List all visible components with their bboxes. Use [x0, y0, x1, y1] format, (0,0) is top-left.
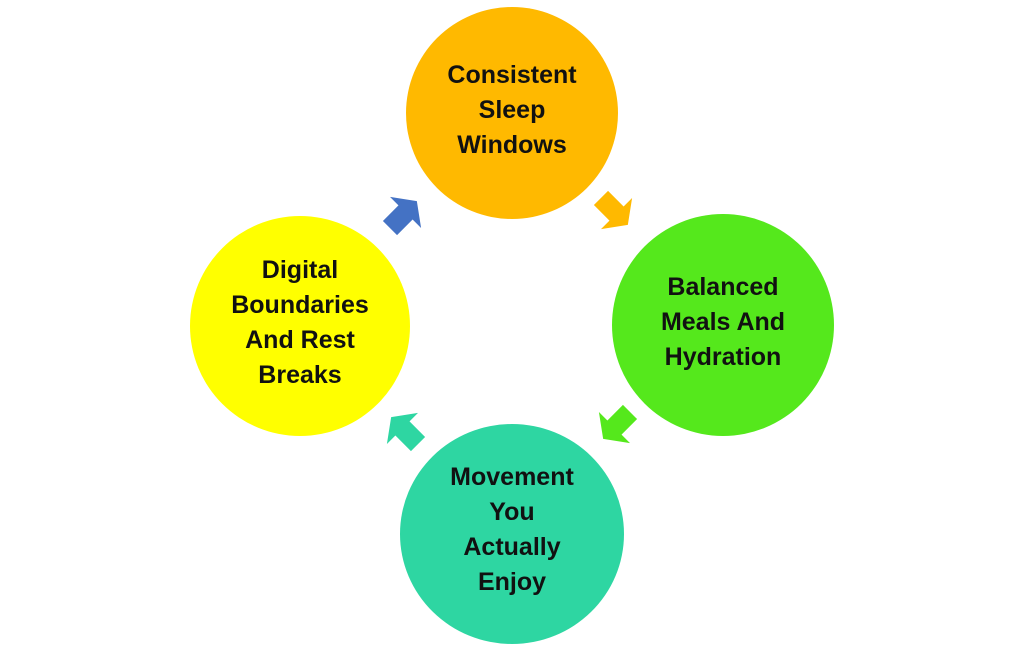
- node-balanced-meals-and-hydration: Balanced Meals And Hydration: [612, 214, 834, 436]
- node-label-sleep: Consistent Sleep Windows: [447, 60, 577, 159]
- arrow-left-to-top: [382, 196, 422, 236]
- arrow-bottom-to-left-shape: [386, 412, 426, 452]
- arrow-bottom-to-left: [386, 412, 426, 452]
- arrow-right-to-bottom: [598, 404, 638, 444]
- arrow-top-to-right: [593, 190, 633, 230]
- node-consistent-sleep-windows: Consistent Sleep Windows: [406, 7, 618, 219]
- node-label-meals: Balanced Meals And Hydration: [660, 272, 786, 371]
- arrow-right-to-bottom-shape: [598, 404, 638, 444]
- node-label-digital: Digital Boundaries And Rest Breaks: [231, 256, 369, 389]
- arrow-top-to-right-shape: [593, 190, 633, 230]
- arrow-left-to-top-shape: [382, 196, 422, 236]
- node-digital-boundaries-and-rest-breaks: Digital Boundaries And Rest Breaks: [190, 216, 410, 436]
- node-label-movement: Movement You Actually Enjoy: [450, 463, 574, 596]
- node-movement-you-actually-enjoy: Movement You Actually Enjoy: [400, 424, 624, 644]
